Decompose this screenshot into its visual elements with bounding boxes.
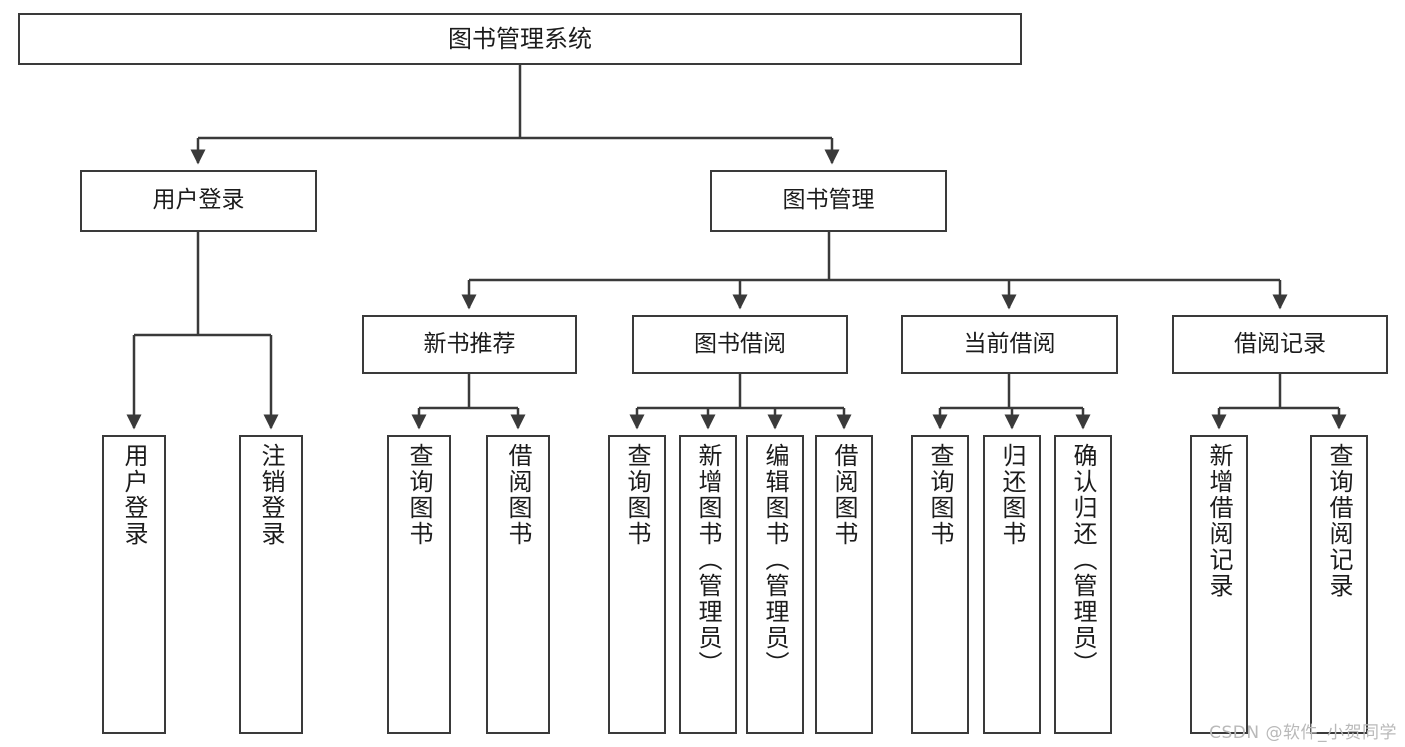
leaf-borrow-book-label: 借阅图书	[830, 443, 858, 547]
node-book-management[interactable]: 图书管理	[710, 170, 947, 232]
node-user-login-label: 用户登录	[152, 187, 245, 214]
leaf-add-borrow-record-label: 新增借阅记录	[1205, 443, 1233, 599]
leaf-query-borrow-record[interactable]: 查询借阅记录	[1310, 435, 1368, 734]
node-book-borrow-label: 图书借阅	[694, 330, 786, 357]
node-user-login[interactable]: 用户登录	[80, 170, 317, 232]
leaf-query-book-current-label: 查询图书	[926, 443, 954, 547]
node-current-borrow[interactable]: 当前借阅	[901, 315, 1118, 374]
node-current-borrow-label: 当前借阅	[963, 330, 1056, 357]
leaf-user-logout-label: 注销登录	[257, 443, 285, 547]
node-root[interactable]: 图书管理系统	[18, 13, 1022, 65]
leaf-borrow-book-recommend[interactable]: 借阅图书	[486, 435, 550, 734]
node-borrow-record[interactable]: 借阅记录	[1172, 315, 1388, 374]
csdn-watermark: CSDN @软件_小贺同学	[1209, 723, 1397, 743]
leaf-confirm-return-admin[interactable]: 确认归还（管理员）	[1054, 435, 1112, 734]
leaf-user-login-label: 用户登录	[120, 443, 148, 547]
leaf-query-book-borrow[interactable]: 查询图书	[608, 435, 666, 734]
leaf-query-book-current[interactable]: 查询图书	[911, 435, 969, 734]
leaf-query-book-recommend[interactable]: 查询图书	[387, 435, 451, 734]
leaf-user-login[interactable]: 用户登录	[102, 435, 166, 734]
node-root-label: 图书管理系统	[448, 24, 592, 53]
leaf-return-book-label: 归还图书	[998, 443, 1026, 547]
leaf-query-borrow-record-label: 查询借阅记录	[1325, 443, 1353, 599]
node-book-borrow[interactable]: 图书借阅	[632, 315, 848, 374]
leaf-borrow-book[interactable]: 借阅图书	[815, 435, 873, 734]
leaf-edit-book-admin-label: 编辑图书（管理员）	[761, 443, 789, 677]
leaf-add-book-admin[interactable]: 新增图书（管理员）	[679, 435, 737, 734]
node-new-book-recommend[interactable]: 新书推荐	[362, 315, 577, 374]
leaf-add-borrow-record[interactable]: 新增借阅记录	[1190, 435, 1248, 734]
leaf-query-book-recommend-label: 查询图书	[405, 443, 433, 547]
node-borrow-record-label: 借阅记录	[1234, 330, 1326, 357]
leaf-edit-book-admin[interactable]: 编辑图书（管理员）	[746, 435, 804, 734]
node-new-book-recommend-label: 新书推荐	[423, 330, 516, 357]
leaf-query-book-borrow-label: 查询图书	[623, 443, 651, 547]
leaf-user-logout[interactable]: 注销登录	[239, 435, 303, 734]
node-book-management-label: 图书管理	[782, 187, 875, 214]
leaf-add-book-admin-label: 新增图书（管理员）	[694, 443, 722, 677]
leaf-borrow-book-recommend-label: 借阅图书	[504, 443, 532, 547]
leaf-return-book[interactable]: 归还图书	[983, 435, 1041, 734]
leaf-confirm-return-admin-label: 确认归还（管理员）	[1069, 443, 1097, 677]
